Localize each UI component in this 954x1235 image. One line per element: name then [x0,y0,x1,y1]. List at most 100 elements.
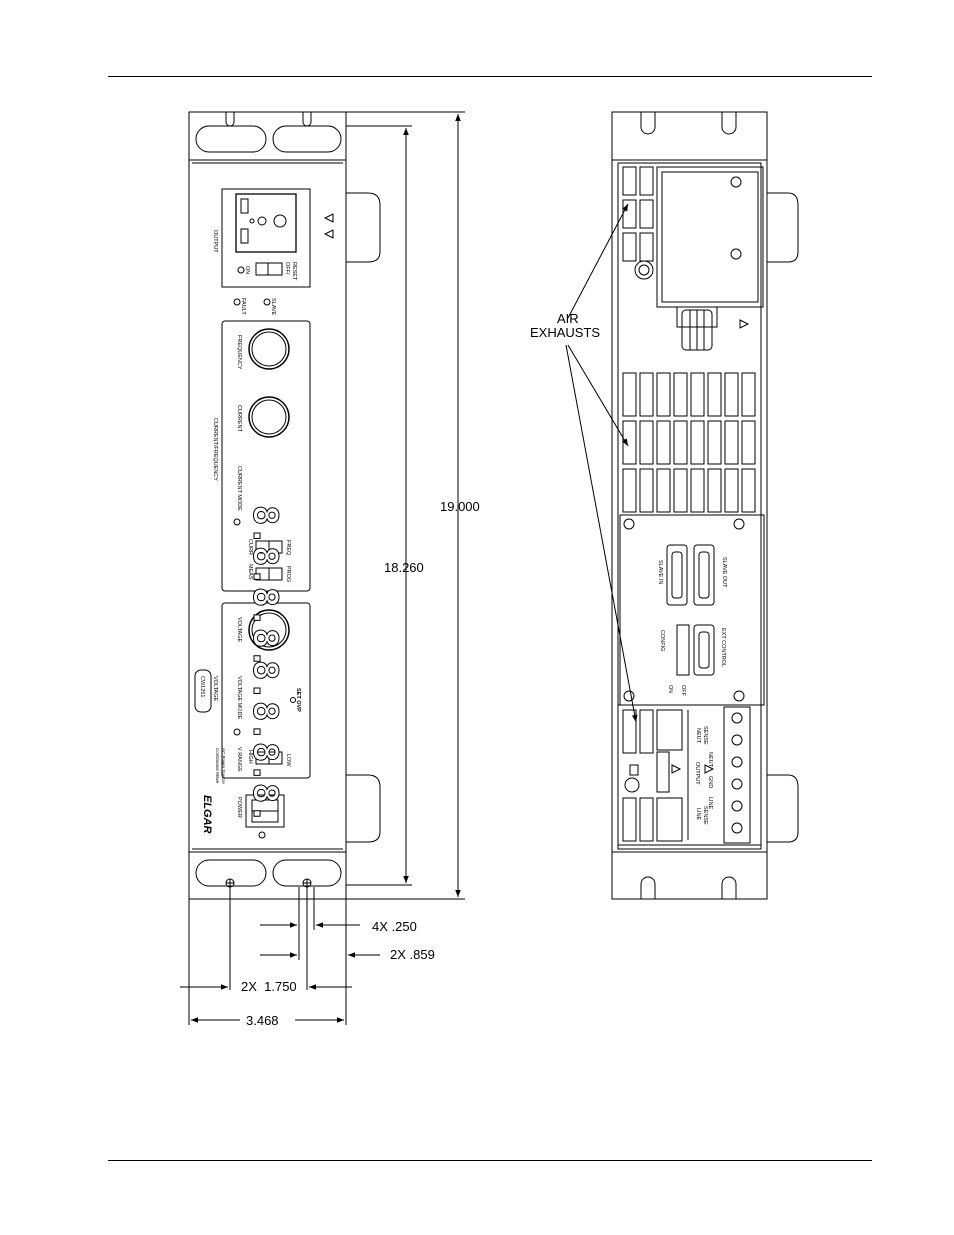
front-dimensions [180,111,465,1025]
line-sense-label-2: SENSE [702,806,708,825]
output-terminal-block [723,706,751,844]
fault-indicator [233,298,241,306]
output-section [617,704,762,846]
warning-icon-front-2 [323,229,334,239]
front-labels: OUTPUT ON OFF/ RESET FAULT SLAVE FREQUEN… [199,230,301,834]
ground-stud [634,260,654,280]
set-ovp-button[interactable] [290,697,296,703]
subtitle-label-1: Continuous Wave [215,748,220,784]
header-rule [108,76,872,77]
output-rear-label: OUTPUT [694,762,700,785]
voltage-panel [221,602,311,779]
current-knob[interactable] [248,396,290,438]
slave-indicator [263,298,271,306]
input-terminal-box [656,166,764,308]
off-reset-label-2: RESET [291,262,297,281]
current-mode-label: CURRENT MODE [236,466,242,511]
top-slot-left [195,125,267,153]
dim-19000-label: 19.000 [440,499,480,514]
slave-out-label: SLAVE OUT [721,557,727,588]
subtitle-label-2: AC Power Source [221,748,226,784]
front-outer-outline [188,111,347,900]
slave-out-connector[interactable] [693,544,715,606]
rear-handle-bottom [767,774,799,843]
air-exhausts-line-1: AIR [557,311,579,326]
gnd-label: GND [707,776,713,788]
dim-hole-dia-label: 4X .250 [372,919,417,934]
ext-control-label: EXT CONTROL [720,628,726,667]
current-mode-indicator [233,518,241,526]
current-label: CURRENT [236,405,242,433]
warning-icon-front-1 [323,213,334,223]
warning-icon-rear-1 [739,319,750,329]
warning-icon-rear-3 [704,764,715,774]
neut-sense-label-1: NEUT [695,728,701,744]
model-label: CW1251 [199,676,205,697]
front-dimension-labels: 19.000 18.260 4X .250 2X .859 2X 1.750 3… [241,499,480,1028]
interface-plate [619,514,765,706]
line-sense-label-1: LINE [695,808,701,821]
on-indicator [237,266,245,274]
v-range-label: V RANGE [236,747,242,772]
slave-label: SLAVE [270,298,276,316]
universal-outlet [235,193,297,253]
ext-control-connector[interactable] [693,624,715,676]
slave-in-connector[interactable] [666,544,688,606]
output-switch[interactable] [255,262,283,276]
fault-label: FAULT [240,298,246,315]
voltage-label: VOLTAGE [236,617,242,642]
dim-width-label: 3.468 [246,1013,279,1028]
voltage-display: 8.8.8.8. [245,660,285,824]
frequency-label: FREQUENCY [236,335,242,370]
rear-off-label: OFF [680,685,686,697]
power-switch[interactable] [245,794,285,828]
prog-label: PROG [285,566,291,582]
warning-icon-rear-2 [671,764,682,774]
config-dip-switch[interactable] [676,624,690,676]
air-exhausts-callout [565,203,638,723]
current-frequency-panel [221,320,311,592]
dim-hole-spacing-label: 2X 1.750 [241,979,297,994]
top-slot-right [272,125,342,153]
neut-sense-label-2: SENSE [702,726,708,745]
bottom-slot-left [195,859,267,887]
on-label: ON [244,266,250,274]
model-badge [194,669,212,713]
power-label: POWER [236,797,242,818]
rear-on-label: ON [667,685,673,693]
config-label: CONFIG [659,630,665,651]
rear-view [611,111,799,900]
rear-outer-outline [611,111,768,900]
rear-handle-top [767,192,799,263]
low-label: LOW [285,754,291,767]
outlet-panel [221,188,311,288]
voltage-mode-label: VOLTAGE MODE [236,676,242,720]
output-label: OUTPUT [212,230,218,253]
current-display: 8.8.8.8. [245,505,285,669]
slave-in-label: SLAVE IN [657,560,663,584]
dim-18260-label: 18.260 [384,560,424,575]
front-view [188,111,381,900]
brand-logo: ELGAR [201,795,213,834]
curr-label: CURR [247,539,253,555]
meas-label: MEAS [247,564,253,580]
set-ovp-label: SET OVP [295,688,301,712]
main-vent-grid [622,372,756,513]
air-exhausts-label: AIR EXHAUSTS [530,311,600,340]
air-exhausts-line-2: EXHAUSTS [530,325,600,340]
frequency-knob[interactable] [248,328,290,370]
handle-top [346,192,381,263]
footer-rule [108,1160,872,1161]
voltage-side-label: VOLTAGE [212,676,218,701]
current-frequency-label: CURRENT/FREQUENCY [212,418,218,481]
high-label: HIGH [247,750,253,764]
rear-labels: SLAVE IN SLAVE OUT CONFIG EXT CONTROL ON… [657,557,727,825]
power-icon [258,831,266,839]
freq-label: FREQ [285,540,291,556]
voltage-mode-indicator [233,728,241,736]
off-reset-label-1: OFF/ [284,262,290,275]
line-label: LINE [707,797,713,810]
neut-label: NEUT [707,752,713,768]
voltage-knob[interactable] [248,609,290,651]
